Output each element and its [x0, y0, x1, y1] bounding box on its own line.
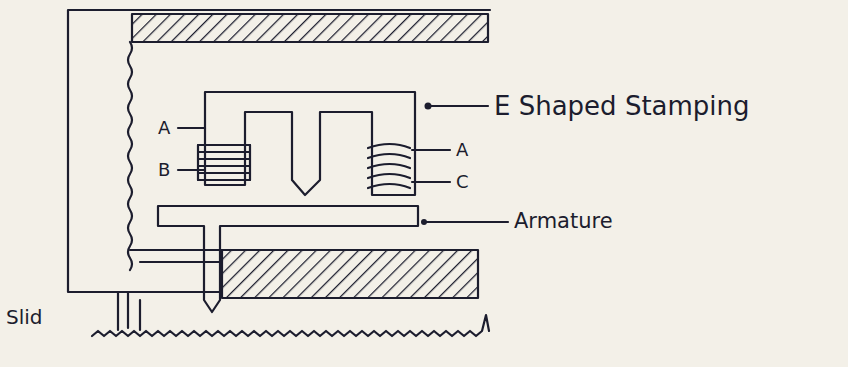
terminal-label: A — [158, 119, 170, 137]
leader-line — [178, 169, 205, 171]
coil — [198, 145, 250, 180]
ledge-line — [140, 261, 222, 263]
terminal-label: C — [456, 173, 469, 191]
hatched-bar — [132, 14, 488, 42]
leader-dot — [421, 219, 427, 225]
terminal-label: B — [158, 161, 170, 179]
slide-zigzag — [92, 315, 489, 336]
part-label: Armature — [514, 211, 613, 232]
leader-line — [178, 127, 205, 129]
armature-bar — [158, 206, 418, 312]
leader-line — [426, 221, 508, 223]
leader-line — [412, 181, 450, 183]
terminal-label: A — [456, 141, 468, 159]
hatched-bar — [222, 250, 478, 298]
ledge-line — [130, 249, 222, 251]
leader-dot — [425, 103, 432, 110]
leader-line — [430, 105, 488, 107]
slide-leg — [118, 292, 140, 330]
leader-line — [412, 149, 450, 151]
coil — [368, 144, 410, 188]
spring-wave — [128, 42, 132, 270]
part-label: Slid — [6, 307, 43, 327]
part-label: E Shaped Stamping — [494, 93, 750, 119]
